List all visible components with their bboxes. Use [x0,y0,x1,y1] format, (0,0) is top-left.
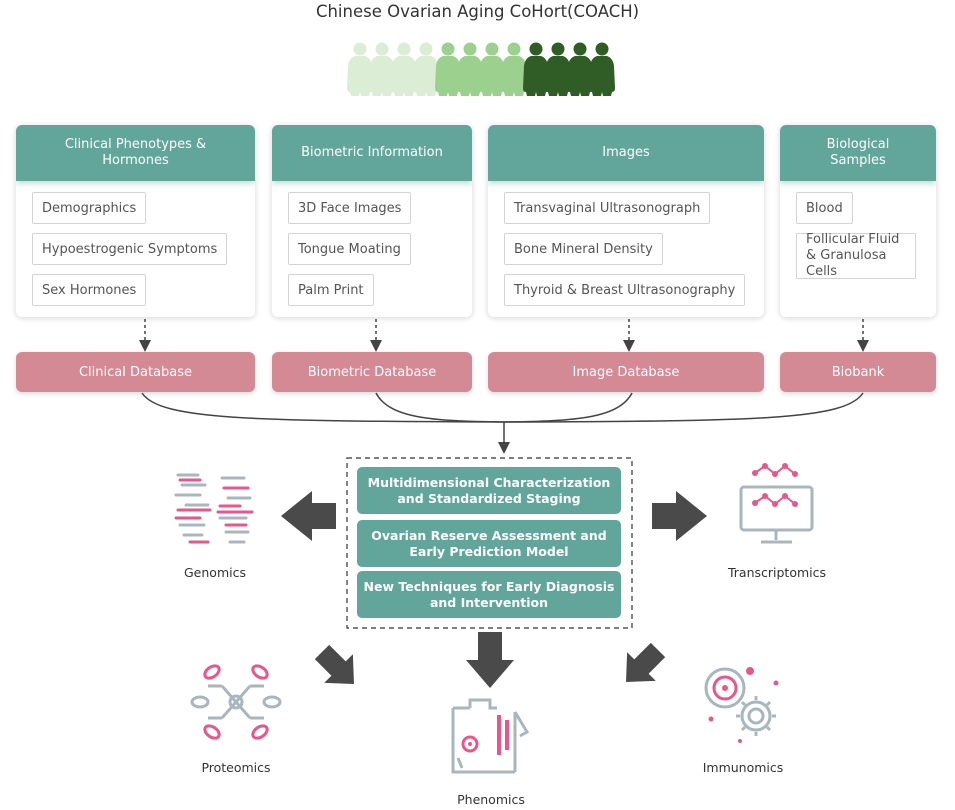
card-biometric: Biometric Information 3D Face Images Ton… [272,125,472,317]
monitor-icon [739,463,814,544]
item-transvaginal-ultrasonograph: Transvaginal Ultrasonograph [504,192,711,224]
item-thyroid-breast-ultrasonography: Thyroid & Breast Ultrasonography [504,274,746,306]
label-proteomics: Proteomics [201,760,271,775]
central-box [346,457,633,629]
big-arrow-transcriptomics [652,491,707,541]
task-multidimensional-characterization: Multidimensional Characterization and St… [357,467,621,514]
big-arrow-phenomics [466,632,514,688]
label-transcriptomics: Transcriptomics [727,565,827,580]
label-phenomics: Phenomics [457,792,525,807]
db-image: Image Database [488,352,764,392]
immune-cells-icon [704,667,779,743]
task-early-diagnosis-intervention: New Techniques for Early Diagnosis and I… [357,571,621,618]
item-hypoestrogenic-symptoms: Hypoestrogenic Symptoms [32,233,228,265]
item-bone-mineral-density: Bone Mineral Density [504,233,663,265]
big-arrow-genomics [281,491,336,541]
big-arrow-immunomics [626,642,666,682]
molecule-icon [190,664,282,740]
label-genomics: Genomics [184,565,246,580]
card-clinical: Clinical Phenotypes & Hormones Demograph… [16,125,255,317]
card-images: Images Transvaginal Ultrasonograph Bone … [488,125,764,317]
page-title: Chinese Ovarian Aging CoHort(COACH) [315,2,640,21]
dna-icon [174,473,254,544]
card-images-title: Images [488,125,764,181]
item-follicular-fluid: Follicular Fluid & Granulosa Cells [796,232,916,279]
merge-curve-biometric [375,392,505,423]
task-ovarian-reserve-assessment: Ovarian Reserve Assessment and Early Pre… [357,520,621,567]
card-clinical-title: Clinical Phenotypes & Hormones [16,125,255,181]
card-biological-samples-title: Biological Samples [780,125,936,181]
item-palm-print: Palm Print [288,274,374,306]
label-immunomics: Immunomics [702,760,784,775]
item-blood: Blood [796,192,853,224]
merge-curve-clinical [141,392,505,423]
item-sex-hormones: Sex Hormones [32,274,147,306]
db-biobank: Biobank [780,352,936,392]
merge-curve-biobank [503,392,864,423]
card-biological-samples: Biological Samples Blood Follicular Flui… [780,125,936,317]
db-clinical: Clinical Database [16,352,255,392]
db-biometric: Biometric Database [272,352,472,392]
item-3d-face-images: 3D Face Images [288,192,412,224]
merge-curve-image [503,392,633,423]
phenomics-icon [451,698,530,774]
item-tongue-moating: Tongue Moating [288,233,411,265]
big-arrow-proteomics [314,644,354,684]
card-biometric-title: Biometric Information [272,125,472,181]
item-demographics: Demographics [32,192,147,224]
